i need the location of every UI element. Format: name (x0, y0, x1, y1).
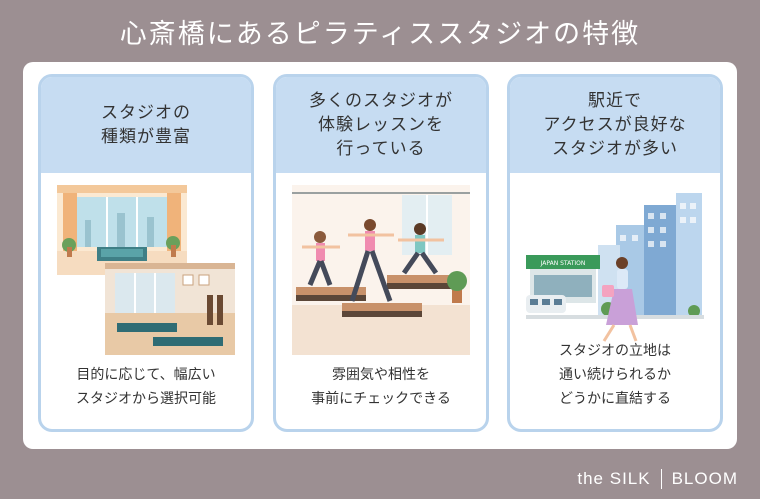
content-panel: スタジオの 種類が豊富 (23, 62, 737, 449)
card-caption: スタジオの立地は 通い続けられるか どうかに直結する (559, 343, 671, 407)
reformer-class-illustration (292, 185, 470, 355)
card-caption: 目的に応じて、幅広い スタジオから選択可能 (76, 367, 216, 407)
card-heading: 駅近で アクセスが良好な スタジオが多い (510, 77, 720, 173)
brand-separator (660, 469, 662, 489)
brand-logo: the SILK BLOOM (577, 469, 738, 489)
feature-card-station-access: 駅近で アクセスが良好な スタジオが多い JAPAN STATION (507, 74, 723, 432)
pilates-studio-interiors-illustration (57, 185, 235, 355)
brand-right: BLOOM (671, 469, 738, 488)
station-walking-woman-illustration: JAPAN STATION (526, 193, 704, 342)
feature-card-variety: スタジオの 種類が豊富 (38, 74, 254, 432)
card-heading: 多くのスタジオが 体験レッスンを 行っている (276, 77, 486, 173)
card-heading: スタジオの 種類が豊富 (41, 77, 251, 173)
feature-card-trial-lesson: 多くのスタジオが 体験レッスンを 行っている (273, 74, 489, 432)
page-title: 心斎橋にあるピラティススタジオの特徴 (119, 19, 641, 50)
card-caption: 雰囲気や相性を 事前にチェックできる (311, 367, 451, 407)
station-sign: JAPAN STATION (540, 260, 586, 267)
brand-left: the SILK (577, 469, 651, 488)
